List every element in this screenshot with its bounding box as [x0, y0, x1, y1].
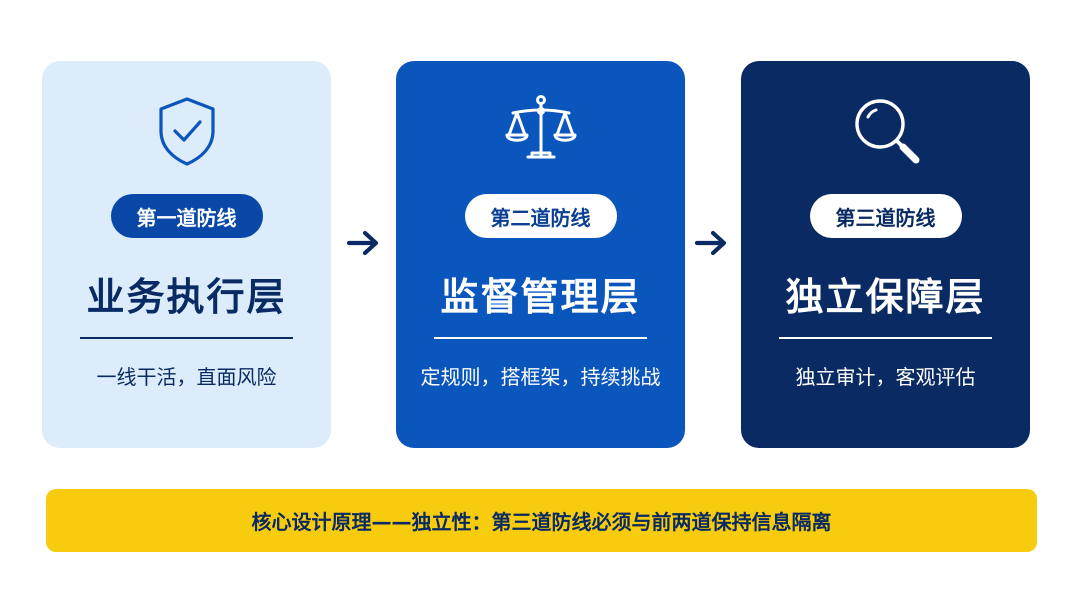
- layer-title: 监督管理层: [440, 275, 641, 319]
- layer-title: 业务执行层: [86, 275, 287, 319]
- magnifier-icon: [846, 91, 926, 171]
- line-badge: 第三道防线: [809, 194, 962, 238]
- line-badge: 第二道防线: [464, 194, 617, 238]
- layer-title: 独立保障层: [785, 275, 986, 319]
- arrow-right-icon: [343, 226, 383, 260]
- scales-icon: [501, 91, 581, 171]
- layer-description: 一线干活，直面风险: [96, 365, 277, 389]
- divider: [434, 337, 647, 339]
- card-line-3: 第三道防线 独立保障层 独立审计，客观评估: [741, 61, 1030, 448]
- divider: [80, 337, 293, 339]
- divider: [779, 337, 992, 339]
- banner-text: 核心设计原理——独立性：第三道防线必须与前两道保持信息隔离: [251, 510, 832, 534]
- shield-check-icon: [147, 91, 227, 171]
- card-line-1: 第一道防线 业务执行层 一线干活，直面风险: [42, 61, 331, 448]
- layer-description: 独立审计，客观评估: [795, 365, 976, 389]
- line-badge: 第一道防线: [110, 194, 263, 238]
- core-principle-banner: 核心设计原理——独立性：第三道防线必须与前两道保持信息隔离: [46, 489, 1037, 552]
- layer-description: 定规则，搭框架，持续挑战: [420, 365, 661, 389]
- card-line-2: 第二道防线 监督管理层 定规则，搭框架，持续挑战: [396, 61, 685, 448]
- arrow-right-icon: [691, 226, 731, 260]
